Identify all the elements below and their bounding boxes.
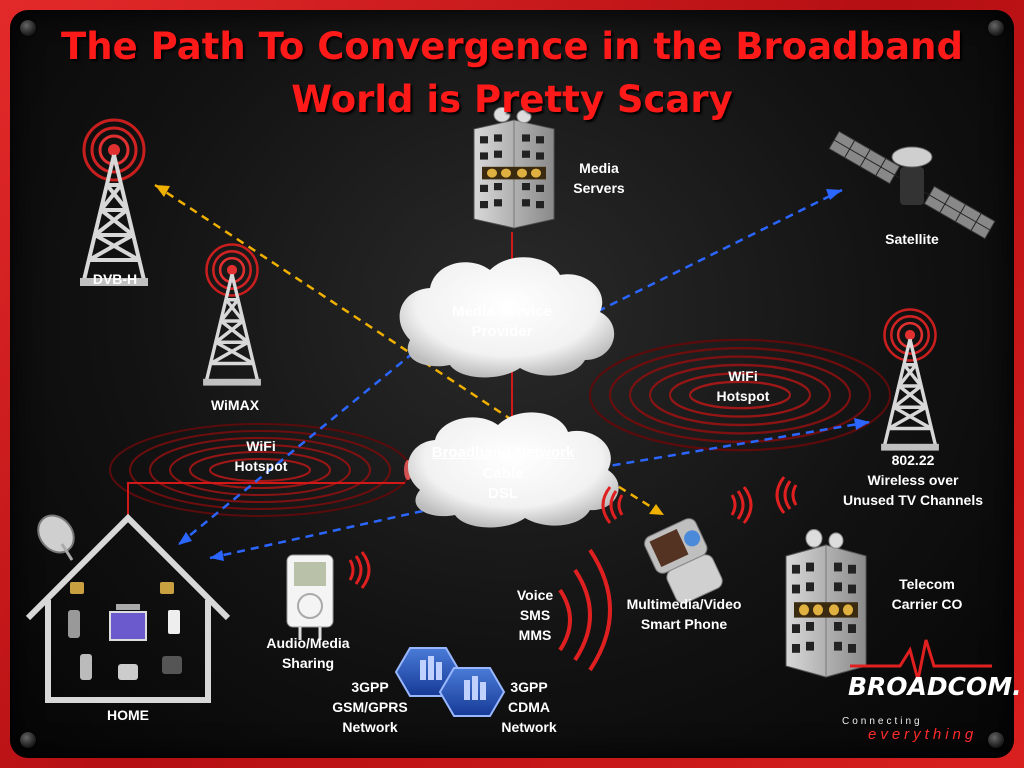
satellite-label: Satellite [885, 231, 939, 247]
smart-phone-icon [644, 518, 723, 604]
cdma-network-icon [438, 667, 506, 717]
cell-signal-icon [558, 548, 612, 672]
dvbh-tower-icon [78, 118, 150, 288]
home-label: HOME [107, 707, 149, 723]
signal-icon [775, 475, 798, 515]
gsm-network-label: 3GPP GSM/GPRS Network [332, 679, 408, 735]
wifi-hotspot-right-label: WiFi Hotspot [716, 368, 770, 404]
media-service-provider-label: Media Service Provider [451, 303, 553, 340]
signal-icon [348, 550, 371, 590]
broadband-network-title: Broadband Network [431, 444, 575, 461]
link-satellite [559, 188, 843, 332]
screw-icon [20, 732, 36, 748]
home-icon [25, 513, 231, 703]
brand-tagline-connecting: Connecting [842, 716, 923, 727]
telecom-building-icon [785, 529, 867, 678]
broadband-network-sublabel: Cable DSL [482, 465, 524, 502]
media-service-provider-cloud [399, 257, 615, 378]
8022-tower-icon [879, 307, 941, 453]
broadcom-logo-icon [850, 639, 992, 681]
smart-phone-label: Multimedia/Video Smart Phone [626, 596, 742, 632]
slide-title: The Path To Convergence in the Broadband… [61, 25, 963, 121]
media-servers-label: Media Servers [573, 160, 625, 196]
voice-sms-mms-label: Voice SMS MMS [516, 587, 554, 643]
link-home-broadband [209, 503, 451, 560]
wimax-label: WiMAX [210, 397, 260, 413]
telecom-carrier-label: Telecom Carrier CO [891, 576, 963, 612]
screw-icon [988, 732, 1004, 748]
screw-icon [20, 20, 36, 36]
dvbh-label: DVB-H [92, 271, 138, 287]
broadband-network-cloud [407, 412, 619, 528]
cdma-network-label: 3GPP CDMA Network [501, 679, 557, 735]
broadcom-wordmark: BROADCOM. [848, 672, 1022, 701]
wire-home-hotspot [127, 482, 405, 518]
audio-sharing-label: Audio/Media Sharing [266, 635, 350, 671]
wifi-hotspot-left-label: WiFi Hotspot [234, 438, 288, 474]
screw-icon [988, 20, 1004, 36]
signal-icon [730, 485, 753, 525]
wireless-8022-label: 802.22 Wireless over Unused TV Channels [842, 452, 984, 508]
brand-tagline-everything: everything [868, 726, 978, 743]
satellite-icon [828, 130, 996, 240]
audio-player-icon [286, 554, 334, 640]
wimax-tower-icon [201, 242, 263, 388]
link-dvbh [154, 183, 513, 422]
link-8022 [584, 420, 871, 472]
